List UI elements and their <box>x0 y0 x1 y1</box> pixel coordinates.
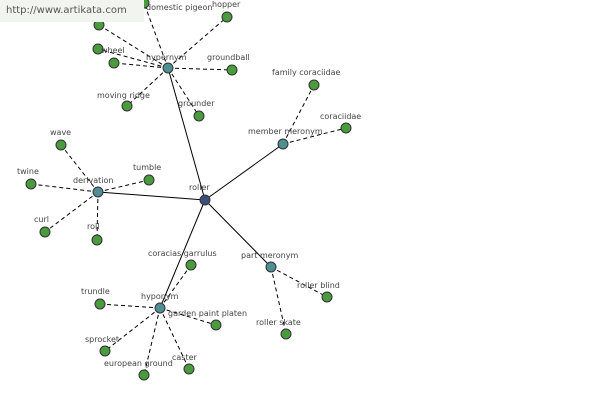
leaf-label-roll[interactable]: roll <box>87 222 99 231</box>
site-url-banner[interactable]: http://www.artikata.com <box>0 0 144 22</box>
edge-roller-hyponym <box>159 199 206 309</box>
edge-roller-derivation <box>97 191 206 201</box>
leaf-node-roller-skate[interactable] <box>280 328 292 340</box>
edge-hyponym-l-european-ground <box>143 307 161 376</box>
leaf-node-grounder[interactable] <box>193 110 205 122</box>
leaf-node-curl[interactable] <box>39 226 51 238</box>
relation-label-hypernym[interactable]: hypernym <box>146 53 187 62</box>
leaf-label-curl[interactable]: curl <box>34 215 49 224</box>
leaf-label-moving-ridge[interactable]: moving ridge <box>97 91 150 100</box>
leaf-label-tumble[interactable]: tumble <box>133 163 161 172</box>
edge-part-meronym-l-roller-blind <box>270 266 328 298</box>
leaf-node-coraciidae[interactable] <box>340 122 352 134</box>
leaf-node-family-coraciidae[interactable] <box>308 79 320 91</box>
leaf-label-european-ground[interactable]: european ground <box>104 359 173 368</box>
leaf-node-roll[interactable] <box>91 234 103 246</box>
leaf-label-groundball[interactable]: groundball <box>207 53 250 62</box>
leaf-node-wave[interactable] <box>55 139 67 151</box>
relation-node-derivation[interactable] <box>92 186 104 198</box>
edge-hypernym-l-groundball <box>167 67 233 71</box>
edge-member-meronym-l-coraciidae <box>282 127 347 145</box>
leaf-label-sprocket[interactable]: sprocket <box>85 335 119 344</box>
leaf-label-coraciidae[interactable]: coraciidae <box>320 112 361 121</box>
leaf-label-family-coraciidae[interactable]: family coraciidae <box>272 68 341 77</box>
leaf-node-hopper[interactable] <box>221 11 233 23</box>
edge-hyponym-l-sprocket <box>104 307 161 352</box>
relation-label-part-meronym[interactable]: part meronym <box>241 251 298 260</box>
edge-hypernym-l-domestic-pigeon <box>143 2 169 69</box>
leaf-label-caster[interactable]: caster <box>172 353 198 362</box>
relation-label-hyponym[interactable]: hyponym <box>141 292 179 301</box>
leaf-node-caster[interactable] <box>183 363 195 375</box>
leaf-node-tumble[interactable] <box>143 174 155 186</box>
leaf-node-ul-unlabeled[interactable] <box>92 43 104 55</box>
graph-nodes <box>25 0 352 381</box>
leaf-node-groundball[interactable] <box>226 64 238 76</box>
root-node-roller[interactable] <box>199 194 211 206</box>
relation-label-derivation[interactable]: derivation <box>73 176 113 185</box>
leaf-label-roller-blind[interactable]: roller blind <box>297 281 340 290</box>
leaf-label-grounder[interactable]: grounder <box>178 99 215 108</box>
leaf-label-garden-paint-platen[interactable]: garden paint platen <box>168 309 247 318</box>
relation-node-hyponym[interactable] <box>154 302 166 314</box>
leaf-label-hopper[interactable]: hopper <box>212 0 241 9</box>
edge-roller-part-meronym <box>204 199 272 268</box>
edge-derivation-l-roll <box>96 191 99 241</box>
root-label[interactable]: roller <box>189 183 210 192</box>
edge-derivation-l-twine <box>30 183 99 193</box>
leaf-node-wheel[interactable] <box>108 57 120 69</box>
leaf-label-wheel[interactable]: wheel <box>101 46 125 55</box>
leaf-node-moving-ridge[interactable] <box>121 100 133 112</box>
edge-hypernym-l-ul-unlabeled <box>97 48 169 69</box>
edge-part-meronym-l-roller-skate <box>270 266 287 335</box>
edge-hyponym-l-trundle <box>99 303 161 309</box>
leaf-node-european-ground[interactable] <box>138 369 150 381</box>
relation-node-hypernym[interactable] <box>162 62 174 74</box>
leaf-label-twine[interactable]: twine <box>17 167 39 176</box>
relation-label-member-meronym[interactable]: member meronym <box>248 127 323 136</box>
edge-hypernym-l-grounder <box>167 67 200 117</box>
edge-hyponym-l-garden-paint-platen <box>159 307 217 326</box>
leaf-node-garden-paint-platen[interactable] <box>210 319 222 331</box>
leaf-node-twine[interactable] <box>25 178 37 190</box>
leaf-node-sprocket[interactable] <box>99 345 111 357</box>
edge-derivation-l-tumble <box>97 179 150 193</box>
leaf-label-domestic-pigeon[interactable]: domestic pigeon <box>146 3 212 12</box>
relation-node-part-meronym[interactable] <box>265 261 277 273</box>
leaf-label-wave[interactable]: wave <box>50 128 71 137</box>
leaf-node-trundle[interactable] <box>94 298 106 310</box>
edge-roller-hypernym <box>167 67 206 201</box>
edge-derivation-l-wave <box>60 144 99 193</box>
edge-hypernym-l-moving-ridge <box>126 67 169 107</box>
leaf-label-trundle[interactable]: trundle <box>81 287 110 296</box>
graph-labels: roller hypernym member meronym derivation pa… <box>17 0 361 368</box>
edge-roller-member-meronym <box>204 143 284 201</box>
relation-node-member-meronym[interactable] <box>277 138 289 150</box>
graph-edges <box>30 2 347 376</box>
edge-hyponym-l-caster <box>159 307 190 370</box>
edge-hypernym-l-wheel <box>113 62 169 69</box>
edge-hypernym-l-hopper <box>167 16 228 69</box>
edge-hyponym-l-coracias-garrulus <box>159 264 192 309</box>
leaf-node-coracias-garrulus[interactable] <box>185 259 197 271</box>
leaf-label-roller-skate[interactable]: roller skate <box>256 318 301 327</box>
leaf-label-coracias-garrulus[interactable]: coracias garrulus <box>148 249 217 258</box>
leaf-node-roller-blind[interactable] <box>321 291 333 303</box>
